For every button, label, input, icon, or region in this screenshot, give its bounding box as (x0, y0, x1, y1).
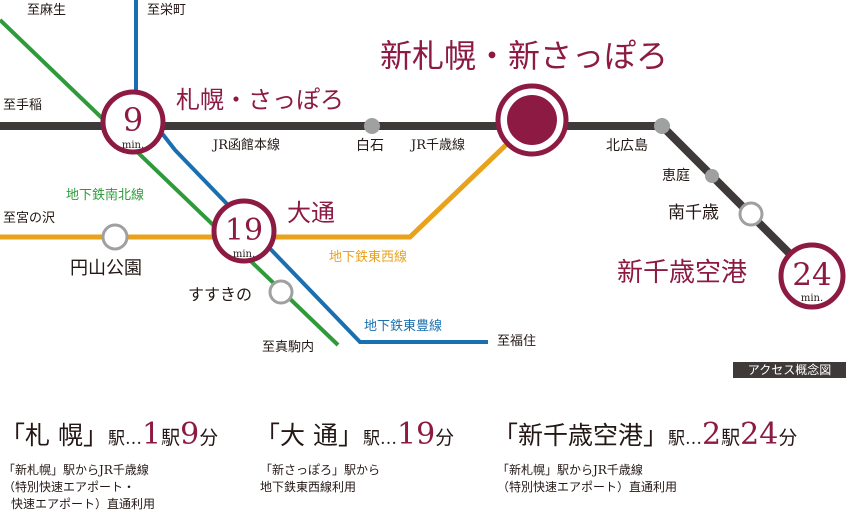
summary-minutes-unit: 分 (778, 427, 798, 449)
tozai-line-label: 地下鉄東西線 (329, 250, 408, 265)
summary-stops: 1 (141, 417, 162, 452)
toho-line-label: 地下鉄東豊線 (364, 319, 443, 334)
direction-teine: 至手稲 (3, 98, 43, 113)
toho-line (134, 0, 488, 344)
summary-mid: 駅… (107, 429, 142, 449)
summary-mid: 駅… (362, 429, 397, 449)
note-line: 快速エアポート）直通利用 (11, 497, 156, 511)
shin-sapporo-station-label: 新札幌・新さっぽろ (380, 37, 669, 75)
maruyama-koen-label: 円山公園 (70, 258, 142, 279)
direction-fukuzumi: 至福住 (497, 334, 537, 349)
summary-minutes-unit: 分 (199, 427, 219, 449)
summary-station-name: 札 幌 (25, 421, 83, 450)
note-line: （特別快速エアポート）直通利用 (497, 480, 678, 494)
direction-sakaemachi: 至栄町 (147, 3, 187, 18)
summary-open-bracket: 「 (0, 421, 26, 450)
summary-stops-unit: 駅 (721, 427, 741, 449)
sapporo-station-label: 札幌・さっぽろ (176, 86, 344, 114)
jr-chitose-line-label: JR千歳線 (411, 138, 465, 153)
airport-time-circle (778, 242, 846, 310)
concept-diagram-label: アクセス概念図 (733, 362, 846, 378)
summary-minutes: 24 (740, 417, 779, 452)
note-line: 地下鉄東西線利用 (260, 480, 357, 494)
direction-asabu: 至麻生 (27, 3, 67, 18)
odori-time-unit: min. (233, 249, 255, 260)
odori-time-circle (211, 198, 277, 264)
sapporo-time-unit: min. (122, 140, 144, 151)
namboku-line-label: 地下鉄南北線 (66, 188, 145, 203)
odori-time-number: 19 (225, 213, 263, 248)
minami-chitose-station-marker (738, 201, 764, 227)
summary-odori: 「大 通」駅…19分 (255, 420, 454, 450)
tozai-line (0, 118, 534, 240)
sapporo-time-circle (100, 89, 166, 155)
summary-open-bracket: 「 (255, 421, 281, 450)
airport-time-number: 24 (792, 257, 831, 293)
summary-open-bracket: 「 (493, 421, 519, 450)
summary-mid: 駅… (668, 429, 703, 449)
new-chitose-airport-label: 新千歳空港 (617, 258, 748, 288)
note-odori: 「新さっぽろ」駅から 地下鉄東西線利用 (260, 462, 380, 496)
maruyama-koen-station-marker (101, 223, 129, 251)
susukino-station-marker (268, 279, 294, 305)
summary-sapporo: 「札 幌」駅…1駅9分 (0, 420, 218, 450)
summary-minutes: 9 (180, 417, 200, 452)
summary-close-bracket: 」 (82, 421, 108, 450)
summary-close-bracket: 」 (643, 421, 669, 450)
susukino-label: すすきの (188, 285, 253, 304)
jr-hakodate-line-label: JR函館本線 (213, 138, 280, 153)
note-line: 「新さっぽろ」駅から (260, 463, 381, 477)
summary-stops: 2 (702, 417, 722, 452)
summary-station-name: 大 通 (280, 421, 338, 450)
summary-minutes: 19 (396, 417, 436, 452)
summary-station-name: 新千歳空港 (518, 421, 644, 450)
odori-station-label: 大通 (287, 199, 335, 227)
minami-chitose-label: 南千歳 (668, 203, 719, 223)
note-line: 「新札幌」駅からJR千歳線 (497, 463, 643, 477)
shiroishi-station-marker (364, 118, 380, 134)
route-map: 9 min. 19 min. 24 min. (0, 0, 846, 347)
sapporo-time-number: 9 (123, 101, 143, 139)
shin-sapporo-hub-inner (507, 95, 557, 145)
shiroishi-label: 白石 (356, 138, 384, 154)
summary-minutes-unit: 分 (435, 427, 455, 449)
summary-stops-unit: 駅 (161, 427, 181, 449)
direction-makomanai: 至真駒内 (262, 340, 315, 355)
eniwa-station-marker (705, 169, 719, 183)
note-sapporo: 「新札幌」駅からJR千歳線 （特別快速エアポート・ 快速エアポート）直通利用 (3, 462, 155, 513)
airport-time-unit: min. (801, 293, 823, 304)
kitahiroshima-station-marker (654, 118, 670, 134)
note-line: 「新札幌」駅からJR千歳線 (3, 463, 149, 477)
note-line: （特別快速エアポート・ (3, 480, 136, 494)
direction-miyanosawa: 至宮の沢 (3, 211, 56, 226)
note-airport: 「新札幌」駅からJR千歳線 （特別快速エアポート）直通利用 (497, 462, 677, 496)
eniwa-label: 恵庭 (662, 168, 690, 184)
kitahiroshima-label: 北広島 (606, 138, 648, 154)
summary-airport: 「新千歳空港」駅…2駅24分 (493, 420, 797, 450)
summary-close-bracket: 」 (337, 421, 363, 450)
